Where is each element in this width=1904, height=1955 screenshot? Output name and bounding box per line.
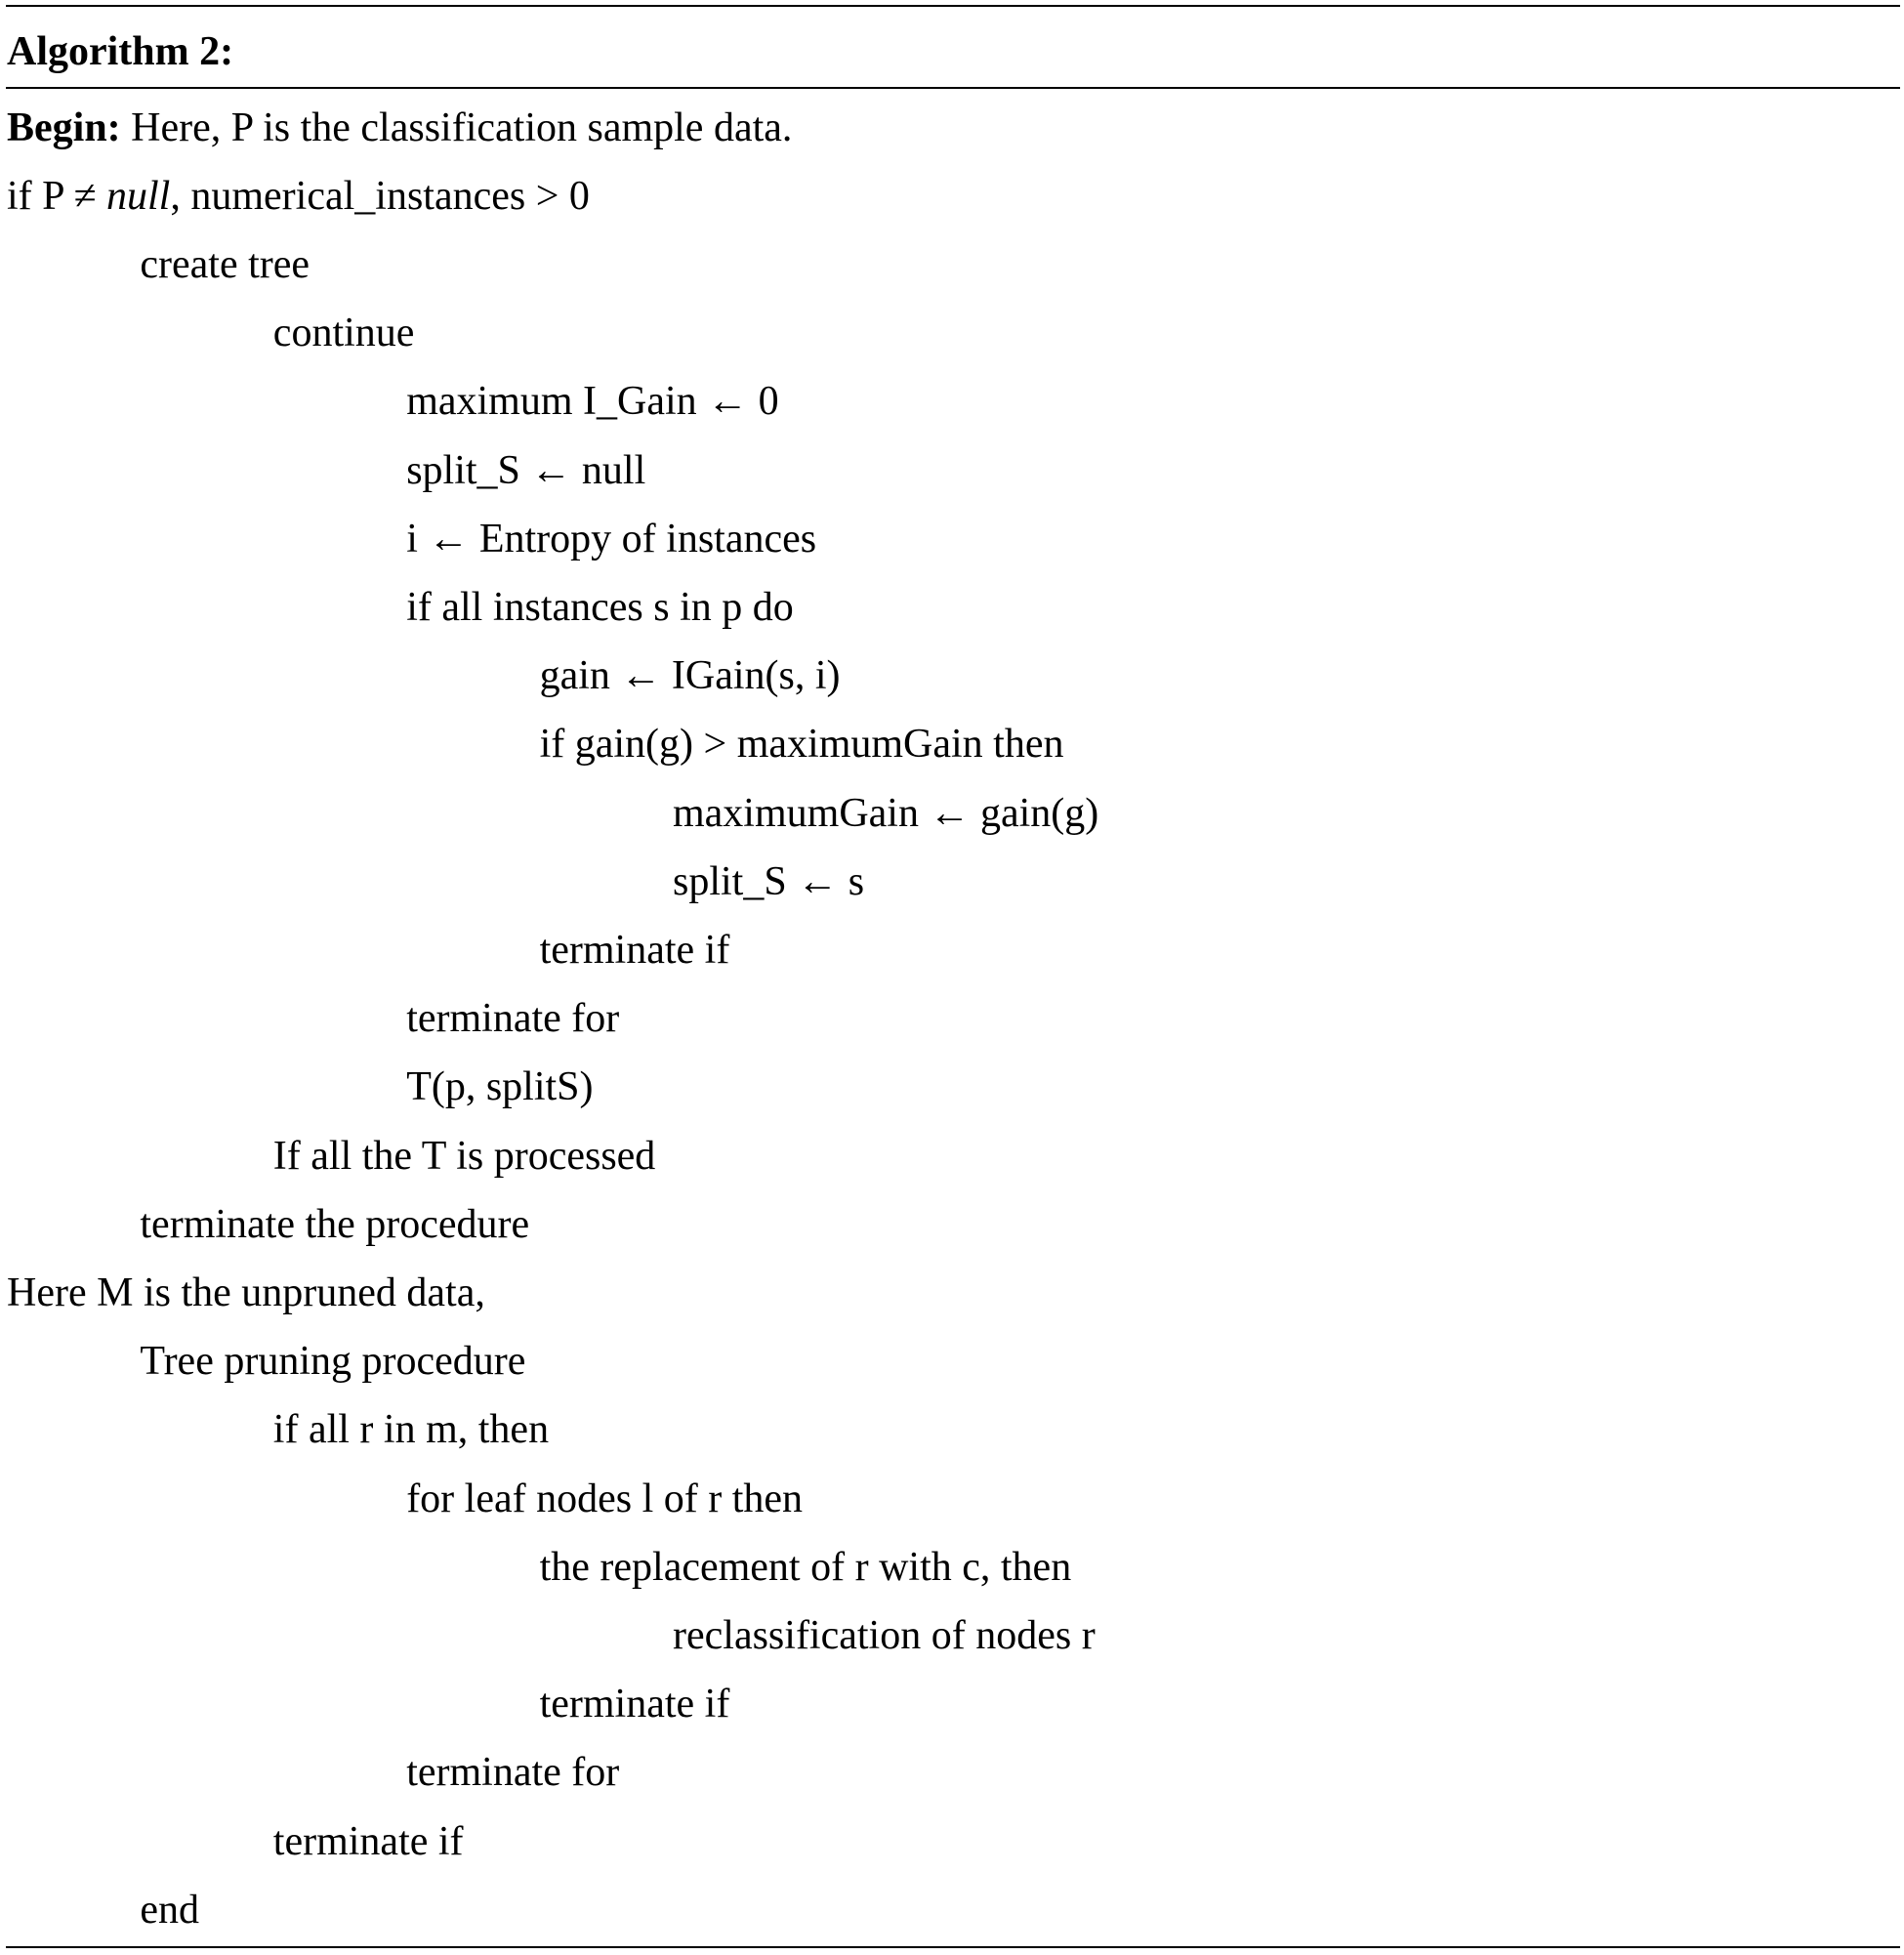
algorithm-line: the replacement of r with c, then — [539, 1544, 1072, 1590]
algorithm-line: Tree pruning procedure — [140, 1339, 526, 1385]
top-rule — [6, 5, 1900, 7]
algorithm-line: end — [140, 1887, 200, 1933]
algorithm-line: split_S ← s — [673, 858, 865, 904]
algorithm-condition-line: if P ≠ null, numerical_instances > 0 — [7, 172, 590, 221]
algorithm-line: continue — [272, 311, 415, 356]
algorithm-line: If all the T is processed — [272, 1133, 656, 1179]
algorithm-line: terminate if — [539, 1682, 730, 1727]
algorithm-line: create tree — [140, 242, 310, 287]
algorithm-line: terminate the procedure — [140, 1201, 530, 1247]
algorithm-line: maximum I_Gain ← 0 — [406, 379, 779, 425]
algorithm-line: T(p, splitS) — [406, 1064, 594, 1110]
algorithm-line: gain ← IGain(s, i) — [539, 653, 841, 699]
algorithm-line: terminate if — [539, 928, 730, 973]
algorithm-line: i ← Entropy of instances — [406, 516, 817, 562]
begin-label: Begin: — [7, 105, 121, 150]
begin-text: Here, P is the classification sample dat… — [120, 105, 793, 150]
condition-null: null — [106, 174, 171, 219]
algorithm-line: terminate for — [406, 1750, 620, 1796]
condition-prefix: if P ≠ — [7, 174, 107, 219]
condition-suffix: , numerical_instances > 0 — [170, 174, 590, 219]
algorithm-line: terminate for — [406, 996, 620, 1042]
algorithm-line: if all r in m, then — [272, 1407, 550, 1453]
algorithm-line: split_S ← null — [406, 447, 646, 493]
algorithm-line: for leaf nodes l of r then — [406, 1476, 804, 1521]
algorithm-line: Here M is the unpruned data, — [7, 1270, 485, 1315]
bottom-rule — [6, 1946, 1900, 1948]
algorithm-line: if gain(g) > maximumGain then — [539, 722, 1064, 768]
algorithm-begin-line: Begin: Here, P is the classification sam… — [7, 104, 792, 152]
algorithm-line: maximumGain ← gain(g) — [673, 790, 1099, 836]
algorithm-line: if all instances s in p do — [406, 585, 794, 630]
header-rule — [6, 87, 1900, 89]
algorithm-line: terminate if — [272, 1818, 464, 1864]
algorithm-line: reclassification of nodes r — [673, 1613, 1096, 1658]
algorithm-title: Algorithm 2: — [7, 29, 234, 74]
